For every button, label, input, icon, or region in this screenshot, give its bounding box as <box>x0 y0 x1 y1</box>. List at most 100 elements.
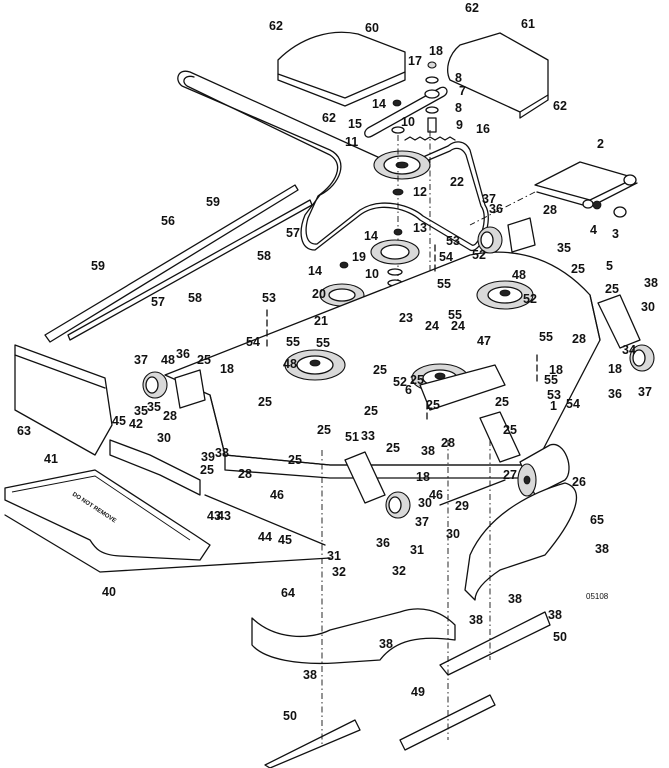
callout-left-belt-cover: 60 <box>365 21 379 35</box>
callout-nut: 13 <box>413 221 427 235</box>
callout-cotter-pin: 45 <box>278 533 292 547</box>
callout-nut: 14 <box>364 229 378 243</box>
callout-nut: 38 <box>548 608 562 622</box>
callout-cotter-pin: 45 <box>112 414 126 428</box>
callout-nut: 38 <box>379 637 393 651</box>
baffles <box>251 482 577 665</box>
callout-spacer-upper: 10 <box>401 115 415 129</box>
callout-center-blade: 49 <box>411 685 425 699</box>
callout-right-baffle: 65 <box>590 513 604 527</box>
callout-nut: 38 <box>215 446 229 460</box>
callout-anti-scalp-wheel: 37 <box>638 385 652 399</box>
callout-deck-belt: 22 <box>450 175 464 189</box>
callout-axle-sleeve: 36 <box>176 347 190 361</box>
callout-spring: 16 <box>476 122 490 136</box>
callout-bolt: 30 <box>418 496 432 510</box>
callout-nut: 18 <box>549 363 563 377</box>
callout-nut: 38 <box>303 668 317 682</box>
callout-nut: 55 <box>437 277 451 291</box>
callout-belt-guide: 52 <box>393 375 407 389</box>
callout-torsion-spring: 43 <box>217 509 231 523</box>
callout-spindle-assembly: 47 <box>477 334 491 348</box>
callout-bolt: 15 <box>348 117 362 131</box>
mulch-plate <box>14 344 113 456</box>
callout-nut: 25 <box>364 404 378 418</box>
callout-bolt: 32 <box>392 564 406 578</box>
callout-bushing-upper: 8 <box>455 71 462 85</box>
callout-bolt: 28 <box>572 332 586 346</box>
callout-nut: 25 <box>605 282 619 296</box>
callout-bolt: 30 <box>446 527 460 541</box>
callout-anti-scalp-wheel: 37 <box>134 353 148 367</box>
callout-front-lift-arm: 2 <box>597 137 604 151</box>
callout-nut: 38 <box>508 592 522 606</box>
callout-bolt: 32 <box>332 565 346 579</box>
callout-bolt: 28 <box>163 409 177 423</box>
callout-bolt: 21 <box>314 314 328 328</box>
callout-discharge-chute-assembly: 40 <box>102 585 116 599</box>
callout-wing-nut: 46 <box>270 488 284 502</box>
callout-baffle-strip: 57 <box>286 226 300 240</box>
callout-spindle-pulley: 48 <box>283 357 297 371</box>
callout-nut: 25 <box>410 373 424 387</box>
callout-spacer-lower: 10 <box>365 267 379 281</box>
callout-wing-nut: 46 <box>429 488 443 502</box>
callout-nut: 25 <box>197 353 211 367</box>
drawing-code: 05108 <box>586 592 609 601</box>
callout-nut: 14 <box>308 264 322 278</box>
chains <box>266 244 538 420</box>
callout-spindle-pulley: 48 <box>161 353 175 367</box>
callout-rod: 23 <box>399 311 413 325</box>
callout-bolt: 30 <box>157 431 171 445</box>
callout-hinge-rod: 44 <box>258 530 272 544</box>
callout-outer-blade: 50 <box>553 630 567 644</box>
callout-bracket: 51 <box>345 430 359 444</box>
callout-mulch-plate: 63 <box>17 424 31 438</box>
callout-axle-sleeve: 36 <box>376 536 390 550</box>
callout-chain: 53 <box>446 234 460 248</box>
callout-bolt: 54 <box>566 397 580 411</box>
callout-nut: 18 <box>416 470 430 484</box>
callout-idler-pulley-v: 20 <box>312 287 326 301</box>
callout-nut: 18 <box>220 362 234 376</box>
deck-belt <box>177 70 489 251</box>
callout-wheel-bracket: 33 <box>361 429 375 443</box>
callout-chute-hinge: 42 <box>129 417 143 431</box>
callout-screw: 62 <box>553 99 567 113</box>
discharge-chute: DO NOT REMOVE <box>4 439 331 573</box>
callout-right-belt-cover: 61 <box>521 17 535 31</box>
callout-nut: 25 <box>386 441 400 455</box>
callout-washer: 29 <box>455 499 469 513</box>
callout-nut: 38 <box>595 542 609 556</box>
callout-bolt: 54 <box>439 250 453 264</box>
callout-pin: 24 <box>425 319 439 333</box>
callout-belt-guide: 52 <box>472 248 486 262</box>
front-lift-arm <box>469 161 638 226</box>
callout-nut: 25 <box>503 423 517 437</box>
callout-chain: 53 <box>262 291 276 305</box>
callout-nut: 38 <box>421 444 435 458</box>
rear-roller <box>439 444 570 506</box>
callout-bolt: 6 <box>405 383 412 397</box>
callout-baffle-strip: 57 <box>151 295 165 309</box>
callout-nut: 25 <box>571 262 585 276</box>
callout-nut: 38 <box>469 613 483 627</box>
callout-rivet: 59 <box>91 259 105 273</box>
callout-washer: 31 <box>327 549 341 563</box>
callout-nut: 55 <box>539 330 553 344</box>
callout-belt-guide: 52 <box>523 292 537 306</box>
callout-bushing-lower: 8 <box>455 101 462 115</box>
callout-roller: 26 <box>572 475 586 489</box>
callout-bushing: 3 <box>612 227 619 241</box>
callout-washer: 31 <box>410 543 424 557</box>
callout-bolt: 12 <box>413 185 427 199</box>
idler-pulleys <box>319 188 420 323</box>
callout-screw: 58 <box>257 249 271 263</box>
callout-screw: 62 <box>465 1 479 15</box>
callout-discharge-chute: 41 <box>44 452 58 466</box>
callout-screw: 58 <box>188 291 202 305</box>
callout-baffle: 56 <box>161 214 175 228</box>
callout-bolt: 54 <box>246 335 260 349</box>
